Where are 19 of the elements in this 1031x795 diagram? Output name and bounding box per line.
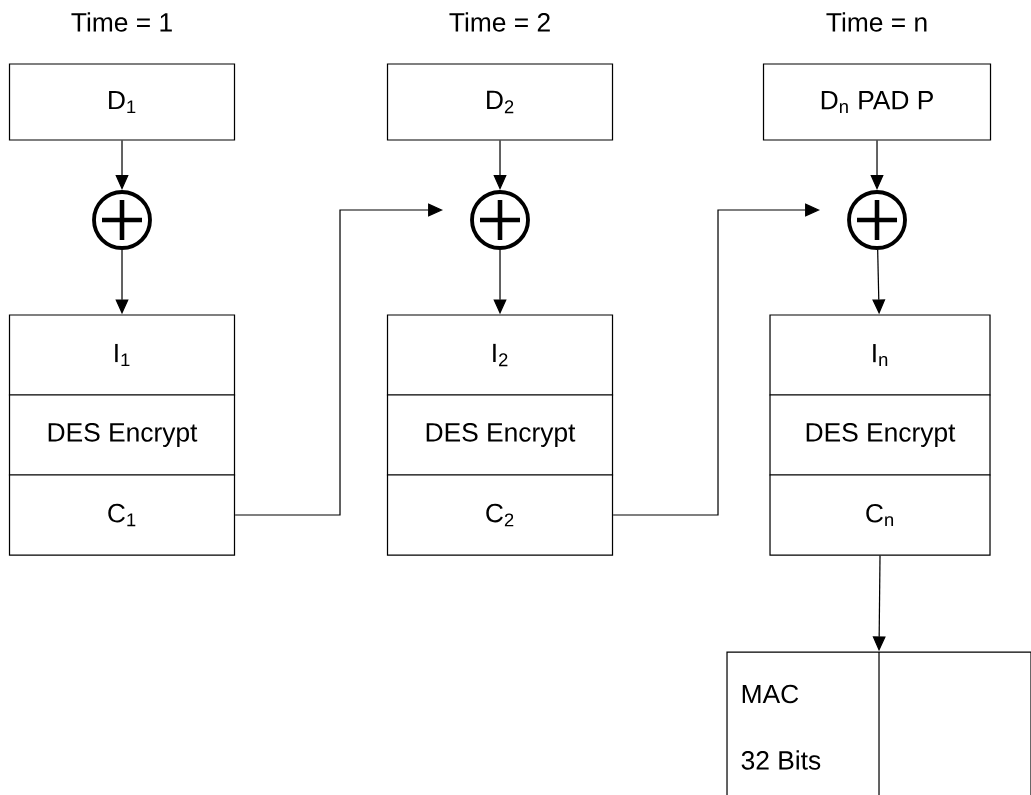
data-box: D$_{n}$ PAD P (762, 63, 992, 141)
cipher-cell: C$_{2}$ (386, 474, 614, 556)
data-box: D$_{2}$ (386, 63, 614, 141)
cipher-cell: DES Encrypt (769, 394, 991, 476)
time-label: Time = 1 (71, 12, 172, 32)
data-box: D$_{1}$ (8, 63, 236, 141)
xor-symbol (847, 190, 907, 250)
cipher-cell: I$_{n}$ (769, 314, 991, 396)
cipher-cell: C$_{1}$ (8, 474, 236, 556)
cipher-cell: DES Encrypt (8, 394, 236, 476)
cipher-cell: I$_{1}$ (8, 314, 236, 396)
cipher-cell: C$_{n}$ (769, 474, 991, 556)
output-box: MAC 32 Bits (726, 651, 1031, 795)
time-label: Time = 2 (449, 12, 550, 32)
xor-symbol (470, 190, 530, 250)
xor-symbol (92, 190, 152, 250)
time-label: Time = n (826, 12, 927, 32)
cipher-cell: I$_{2}$ (386, 314, 614, 396)
cipher-cell: DES Encrypt (386, 394, 614, 476)
